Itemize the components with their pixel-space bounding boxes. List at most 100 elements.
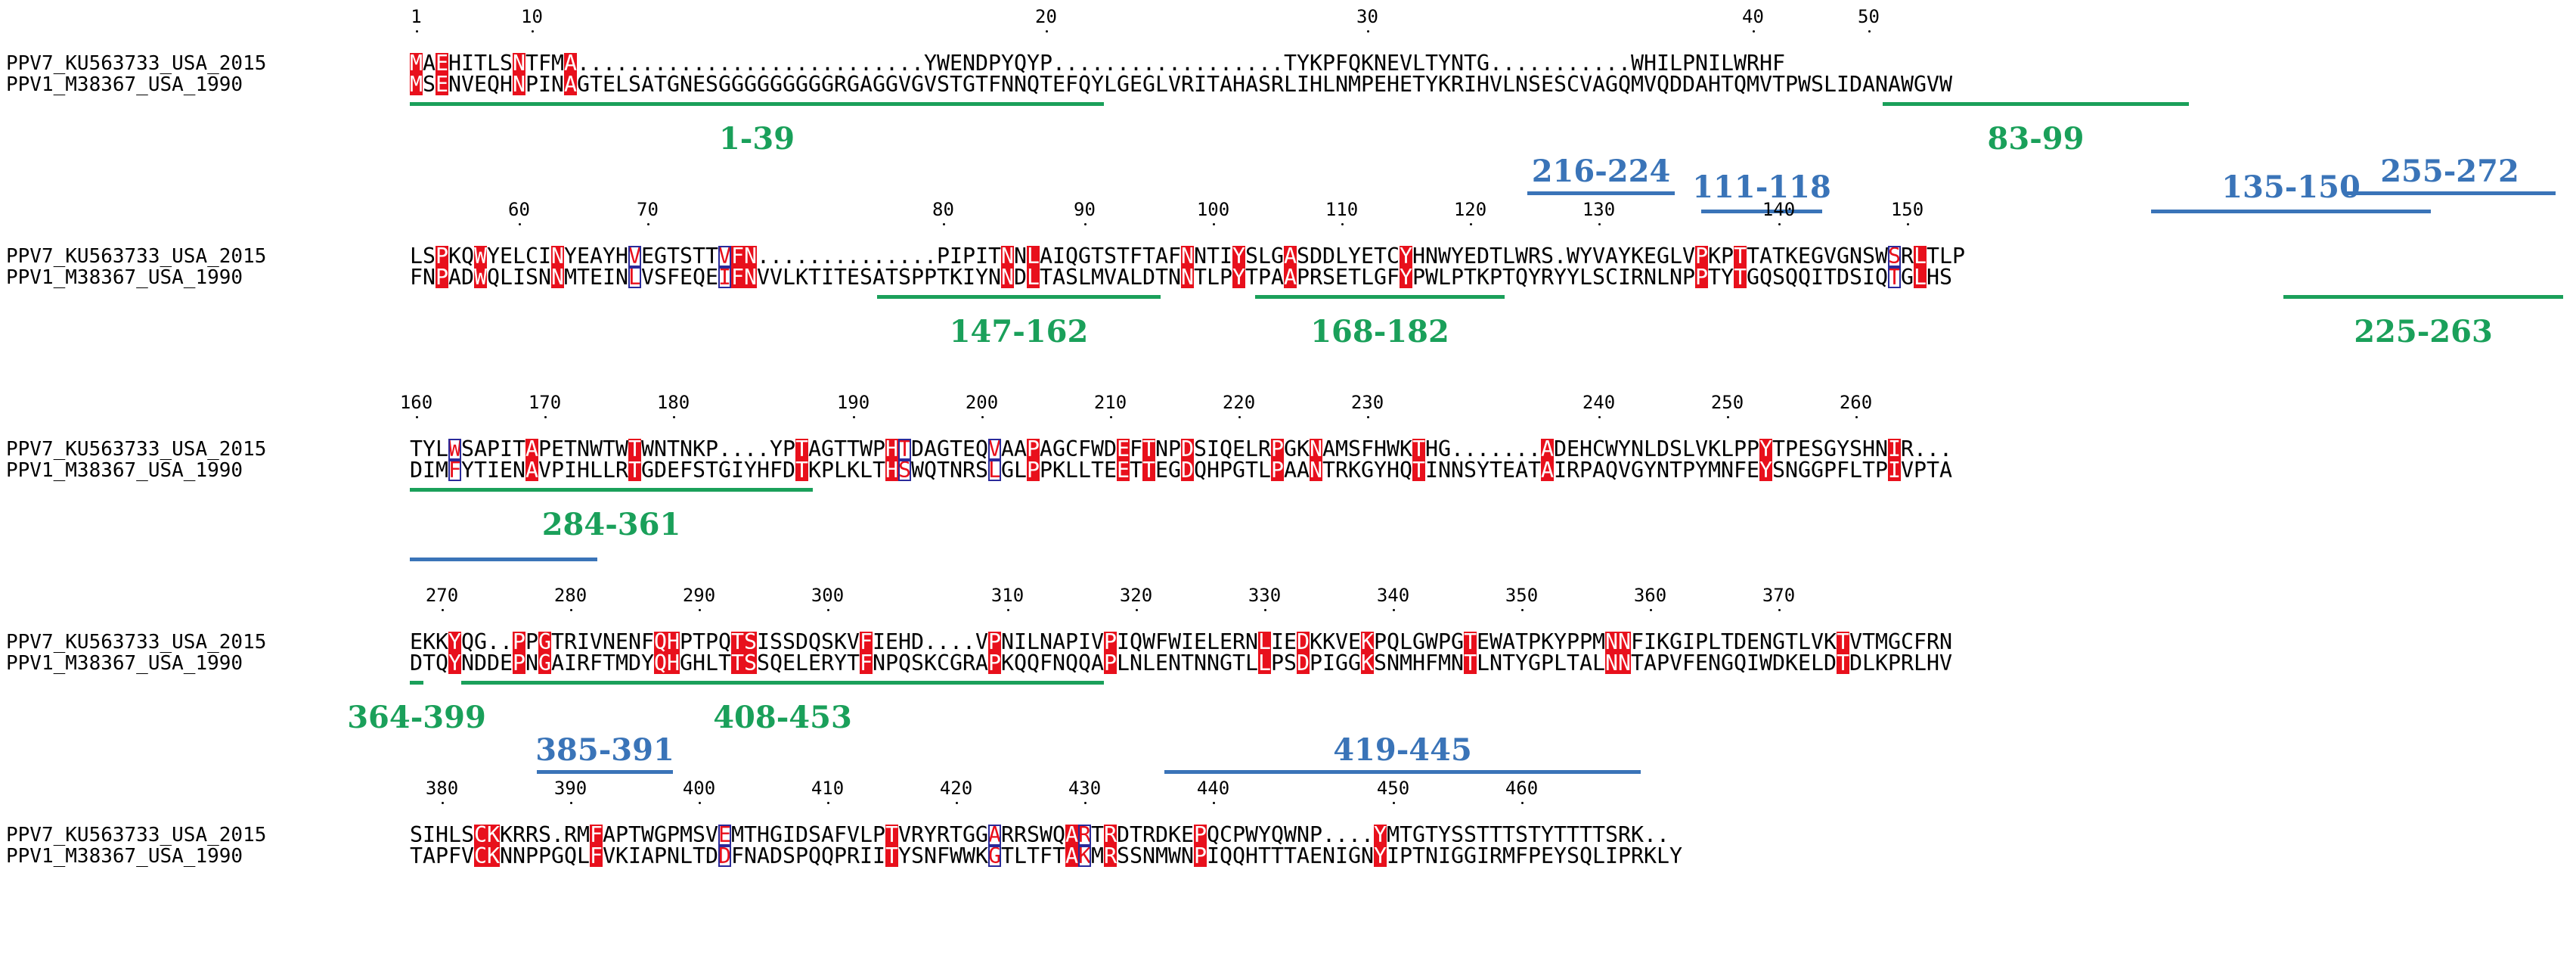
residue: R xyxy=(834,72,848,97)
residue: L xyxy=(1322,72,1336,97)
residue: M xyxy=(551,51,565,76)
residue: Q xyxy=(1271,822,1285,847)
residue: G xyxy=(770,822,783,847)
residue: D xyxy=(1117,822,1130,847)
residue: I xyxy=(513,265,526,290)
residue: . xyxy=(783,51,796,76)
residue: C xyxy=(525,244,539,269)
residue: T xyxy=(975,72,989,97)
residue: T xyxy=(1142,436,1156,461)
residue: D xyxy=(1014,265,1028,290)
green-region-label: 1-39 xyxy=(718,121,795,157)
residue: E xyxy=(718,822,732,847)
ruler-tick-mark xyxy=(1469,223,1472,225)
residue: V xyxy=(1091,629,1105,654)
residue: E xyxy=(1117,458,1130,483)
residue: T xyxy=(474,458,488,483)
residue: Y xyxy=(1438,822,1452,847)
residue: N xyxy=(1001,244,1015,269)
residue: D xyxy=(1297,629,1310,654)
residue: E xyxy=(641,244,655,269)
residue: D xyxy=(628,651,642,676)
ruler-tick-label: 130 xyxy=(1582,199,1616,220)
ruler-tick-label: 1 xyxy=(411,6,422,27)
residue: T xyxy=(410,843,423,868)
residue: R xyxy=(513,822,526,847)
residue: Y xyxy=(423,436,436,461)
residue: Q xyxy=(1348,51,1362,76)
residue: D xyxy=(795,629,809,654)
residue: I xyxy=(718,265,732,290)
residue: K xyxy=(1644,843,1657,868)
residue: Q xyxy=(654,651,668,676)
residue: E xyxy=(1541,72,1555,97)
residue: S xyxy=(1772,265,1786,290)
sequence-row: DIMFYTIENAVPIHLLRTGDEFSTGIYHFDTKPLKLTHSW… xyxy=(410,458,1952,483)
residue: H xyxy=(1310,72,1323,97)
residue: G xyxy=(680,651,693,676)
residue: W xyxy=(1091,436,1105,461)
residue: G xyxy=(744,72,758,97)
residue: C xyxy=(474,843,488,868)
residue: R xyxy=(1310,265,1323,290)
ruler-tick-mark xyxy=(1238,416,1241,418)
sequence-row: MAEHITLSNTFMA...........................… xyxy=(410,51,1785,76)
residue: . xyxy=(1528,436,1542,461)
residue: F xyxy=(590,822,603,847)
residue: T xyxy=(795,436,809,461)
residue: P xyxy=(1400,843,1413,868)
blue-region-bar xyxy=(410,558,597,561)
sequence-name: PPV7_KU563733_USA_2015 xyxy=(6,824,267,846)
residue: E xyxy=(1130,72,1143,97)
residue: . xyxy=(641,51,655,76)
residue: I xyxy=(783,822,796,847)
residue: Y xyxy=(1837,436,1850,461)
residue: K xyxy=(1708,436,1722,461)
residue: A xyxy=(1297,843,1310,868)
ruler-tick-mark xyxy=(531,30,534,33)
residue: W xyxy=(474,265,488,290)
residue: S xyxy=(937,72,950,97)
residue: . xyxy=(1155,51,1169,76)
residue: F xyxy=(1387,265,1400,290)
residue: S xyxy=(1811,436,1824,461)
residue: . xyxy=(628,51,642,76)
ruler-tick-label: 430 xyxy=(1068,778,1102,799)
residue: G xyxy=(1348,843,1362,868)
residue: . xyxy=(603,51,616,76)
green-region-label: 408-453 xyxy=(713,700,852,735)
green-region-label: 364-399 xyxy=(347,700,486,735)
residue: T xyxy=(950,436,963,461)
residue: K xyxy=(1541,629,1555,654)
residue: T xyxy=(1142,244,1156,269)
residue: S xyxy=(1862,244,1876,269)
residue: N xyxy=(1168,651,1182,676)
residue: D xyxy=(410,458,423,483)
residue: A xyxy=(1284,458,1297,483)
residue: . xyxy=(1939,436,1953,461)
residue: R xyxy=(564,822,578,847)
residue: Q xyxy=(1052,822,1066,847)
ruler-tick-mark xyxy=(569,609,572,611)
ruler-tick-mark xyxy=(1083,223,1087,225)
residue: D xyxy=(1322,244,1336,269)
ruler-tick-label: 10 xyxy=(521,6,543,27)
residue: . xyxy=(1579,51,1593,76)
residue: D xyxy=(770,843,783,868)
residue: E xyxy=(808,651,822,676)
ruler-tick-mark xyxy=(1855,416,1858,418)
residue: S xyxy=(1888,244,1902,269)
residue: T xyxy=(1708,265,1722,290)
residue: W xyxy=(1631,51,1644,76)
residue: T xyxy=(1837,629,1850,654)
residue: E xyxy=(1232,436,1246,461)
residue: I xyxy=(538,244,552,269)
residue: V xyxy=(628,244,642,269)
residue: P xyxy=(525,843,539,868)
residue: T xyxy=(795,458,809,483)
residue: H xyxy=(898,629,912,654)
residue: D xyxy=(1849,651,1863,676)
residue: L xyxy=(1014,843,1028,868)
residue: . xyxy=(821,51,835,76)
